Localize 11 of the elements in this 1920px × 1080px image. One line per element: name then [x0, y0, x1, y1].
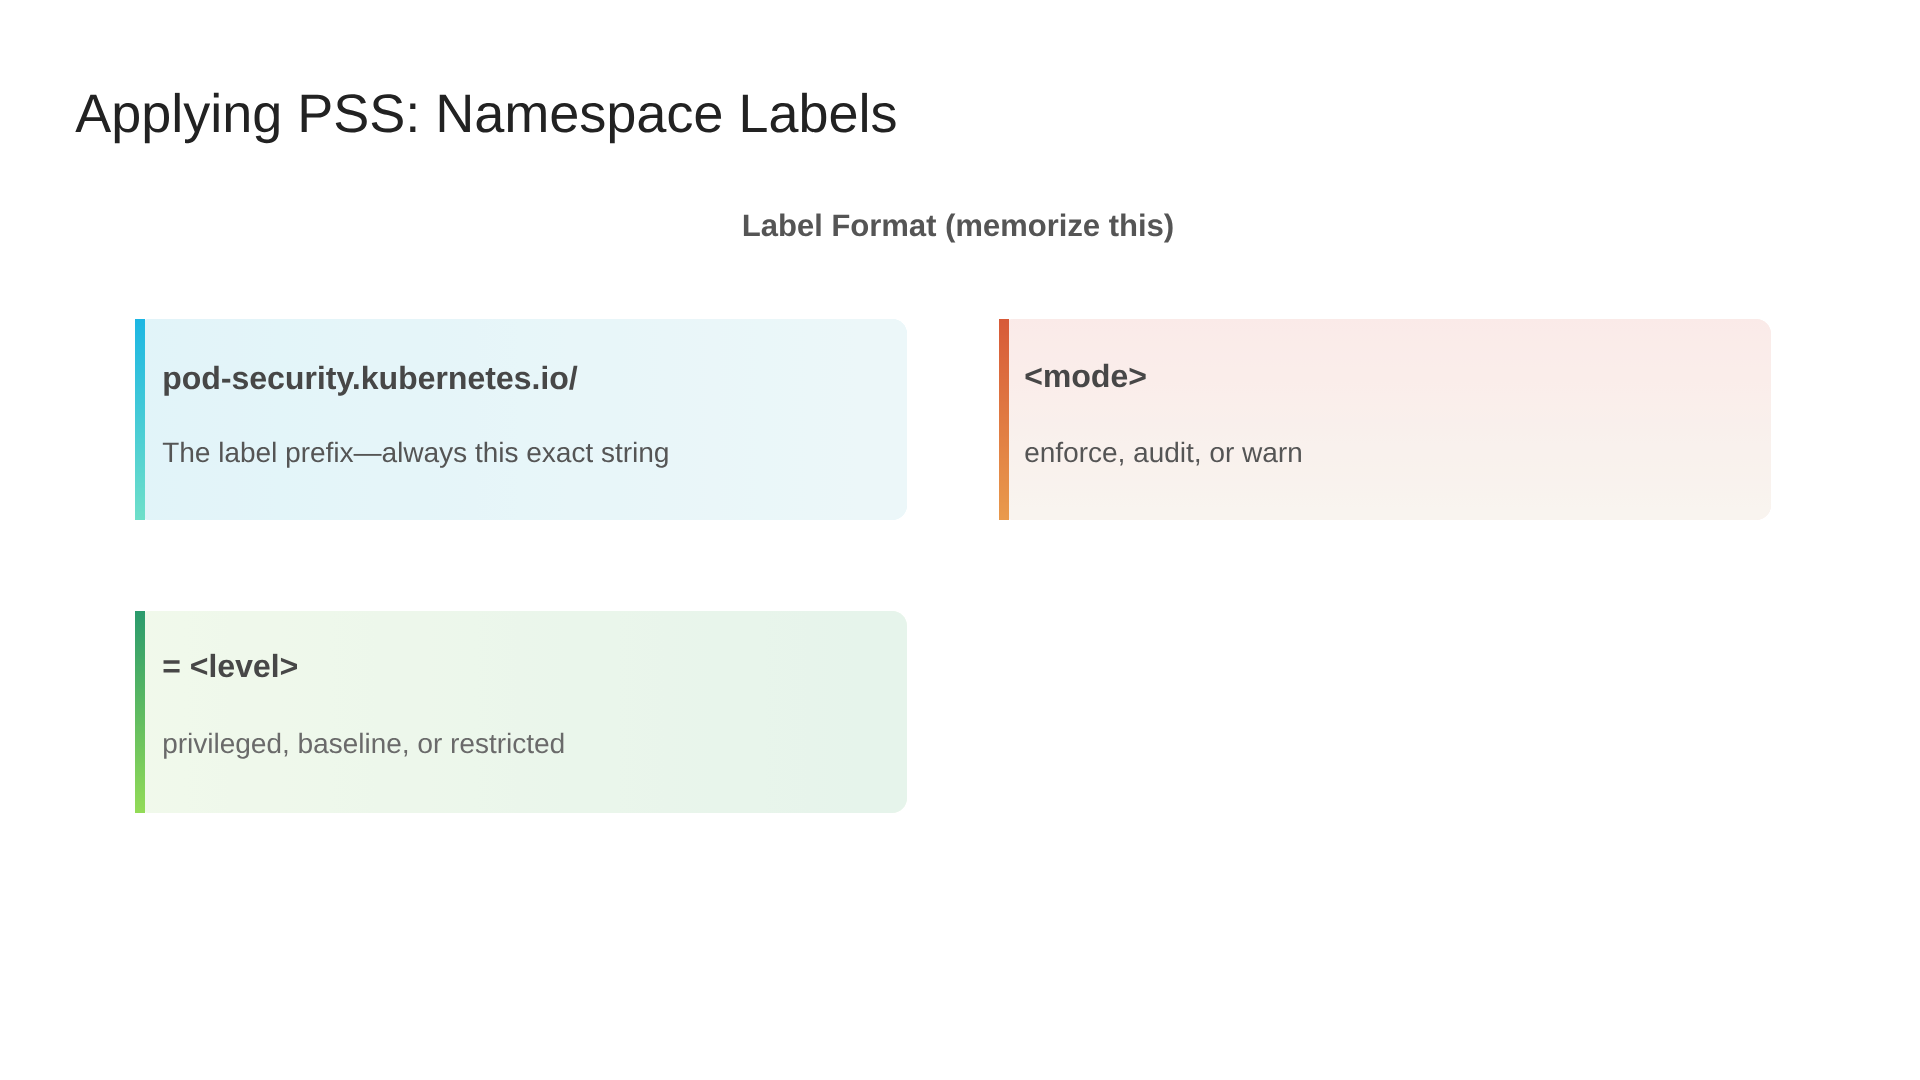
- info-card: [135, 319, 907, 520]
- card-description: enforce, audit, or warn: [1025, 441, 1301, 466]
- card-description: The label prefix—always this exact string: [162, 441, 668, 468]
- card-heading: <mode>: [1025, 363, 1146, 388]
- card-heading: pod-security.kubernetes.io/: [164, 365, 578, 396]
- slide-title: Applying PSS: Namespace Labels: [75, 92, 896, 144]
- card-heading: = <level>: [163, 653, 297, 678]
- card-description: privileged, baseline, or restricted: [164, 732, 564, 759]
- info-card: [135, 611, 907, 813]
- subheading: Label Format (memorize this): [743, 213, 1173, 243]
- info-card: [999, 319, 1771, 520]
